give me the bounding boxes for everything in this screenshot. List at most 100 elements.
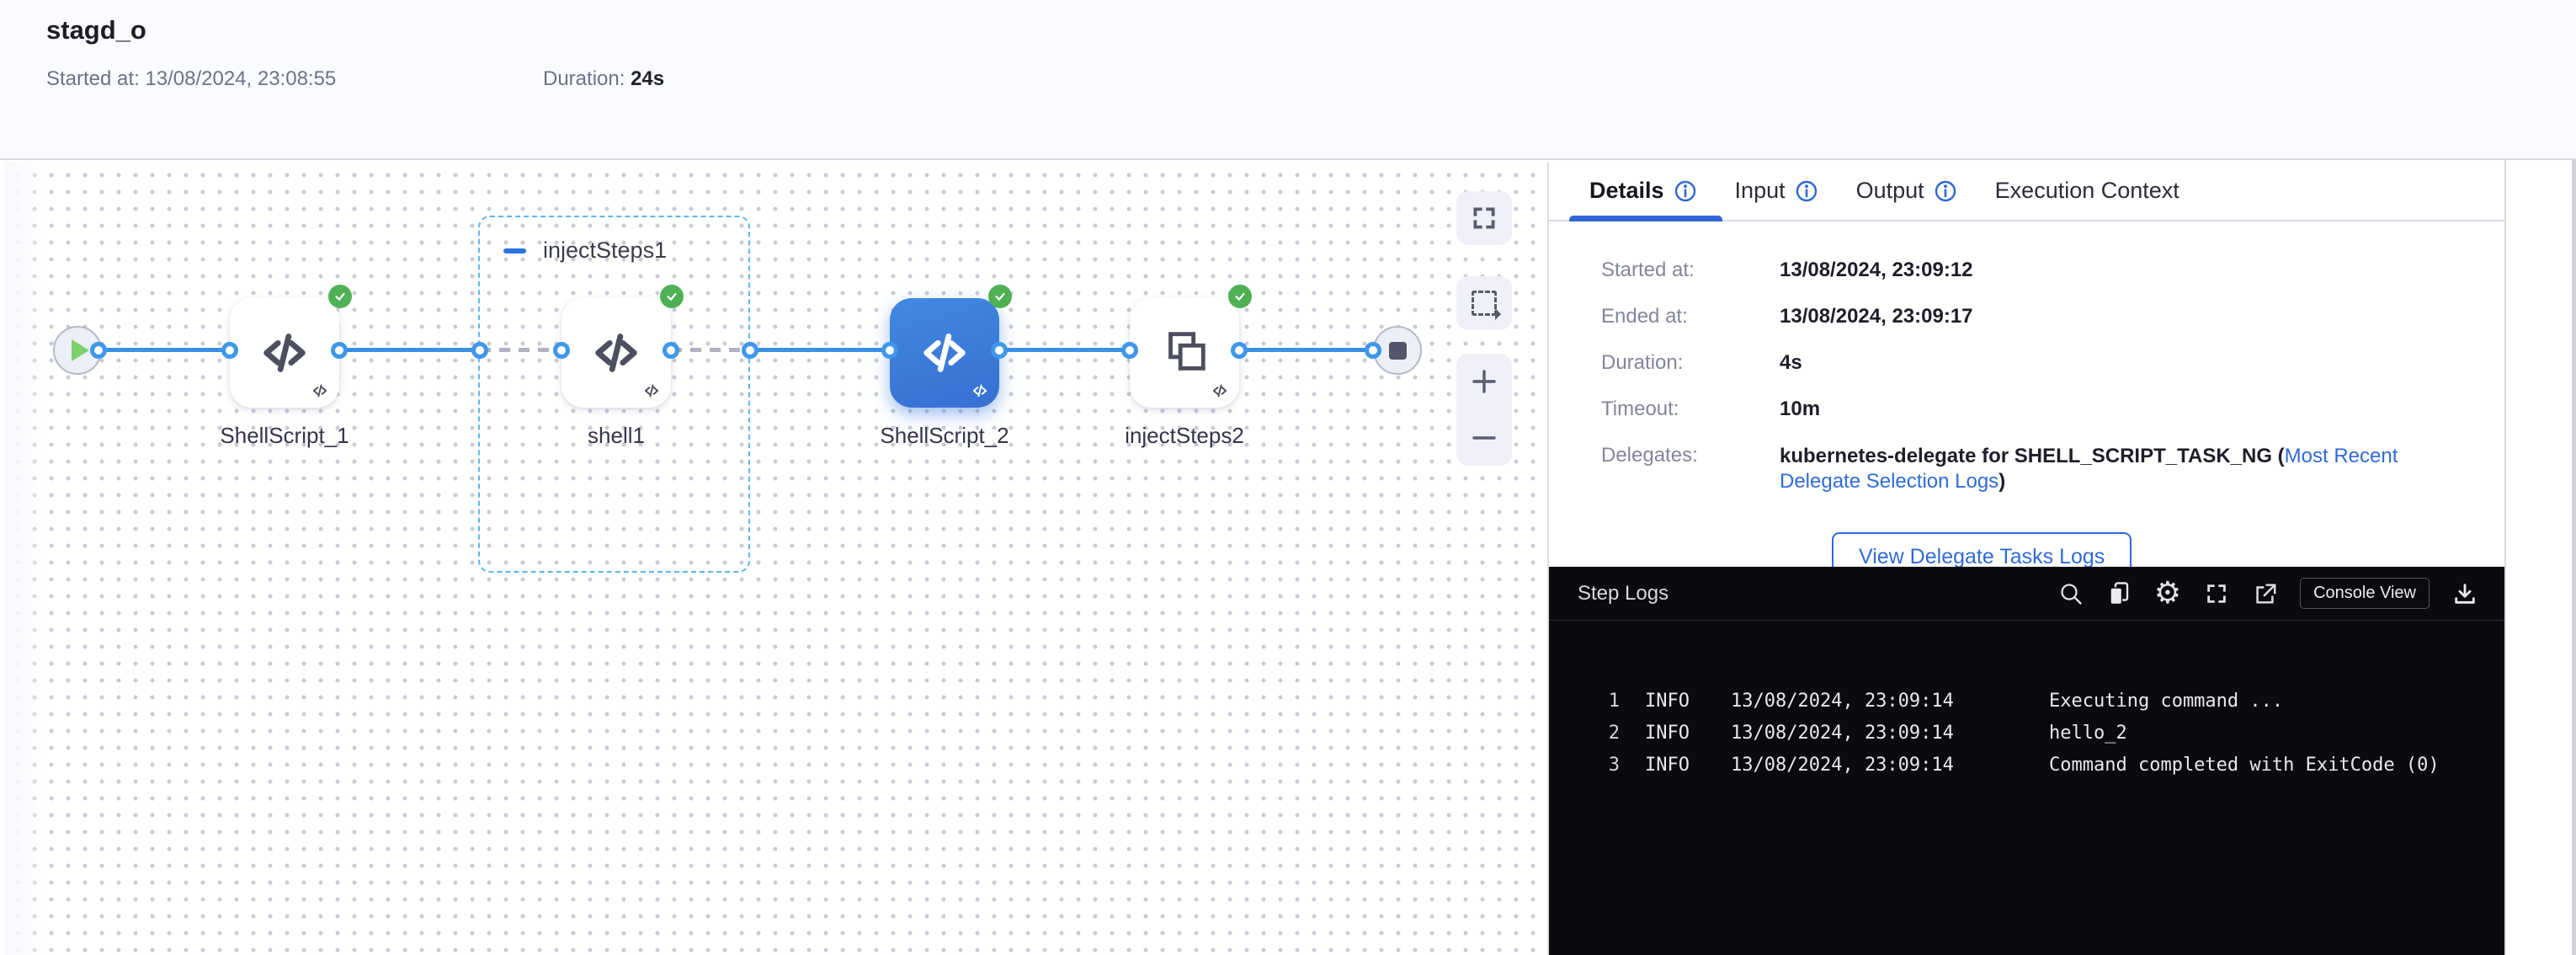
tab-input[interactable]: Input [1735, 178, 1819, 204]
log-timestamp: 13/08/2024, 23:09:14 [1731, 690, 1954, 712]
port [331, 342, 348, 359]
log-line: 1 INFO 13/08/2024, 23:09:14 Executing co… [1598, 685, 2504, 717]
canvas-zoom-controls [1456, 354, 1512, 466]
active-tab-underline [1569, 216, 1722, 221]
detail-value: 4s [1780, 351, 1802, 374]
detail-value: 10m [1780, 397, 1821, 420]
stage-duration: Duration: 24s [543, 67, 664, 91]
delegate-text: kubernetes-delegate for SHELL_SCRIPT_TAS… [1780, 445, 2285, 467]
copy-icon[interactable] [2106, 581, 2132, 606]
success-check-icon [1228, 285, 1252, 308]
port [991, 342, 1008, 359]
code-mini-icon [972, 384, 987, 397]
step-details-panel: Details Input Output Execution Context S… [1547, 162, 2504, 955]
detail-value: 13/08/2024, 23:09:17 [1780, 305, 1973, 328]
log-line-number: 2 [1608, 722, 1620, 744]
port [1231, 342, 1248, 359]
code-mini-icon [1212, 384, 1227, 397]
canvas-marquee-select-button[interactable] [1456, 276, 1512, 330]
open-in-new-icon[interactable] [2252, 581, 2277, 606]
stage-header: stagd_o Started at: 13/08/2024, 23:08:55… [0, 0, 2576, 160]
delegates-value: kubernetes-delegate for SHELL_SCRIPT_TAS… [1780, 444, 2407, 494]
edge-shell1-to-groupborder-dashed [671, 348, 750, 352]
detail-row-ended: Ended at: 13/08/2024, 23:09:17 [1601, 305, 2504, 328]
edge-start-to-shellscript1 [98, 348, 230, 352]
tab-output[interactable]: Output [1856, 178, 1958, 204]
port [663, 342, 679, 359]
log-timestamp: 13/08/2024, 23:09:14 [1731, 722, 1954, 744]
log-lines: 1 INFO 13/08/2024, 23:09:14 Executing co… [1549, 621, 2504, 781]
step-logs-header: Step Logs ⚙ Console View [1549, 567, 2504, 621]
info-icon [1935, 180, 1956, 201]
detail-label: Delegates: [1601, 444, 1698, 467]
log-level: INFO [1645, 754, 1690, 776]
scrollbar-track[interactable] [2504, 160, 2576, 955]
details-content: Started at: 13/08/2024, 23:09:12 Ended a… [1549, 221, 2504, 582]
port [553, 342, 570, 359]
started-label: Started at: [46, 67, 146, 90]
step-node-shellscript2-selected[interactable] [890, 285, 1012, 408]
search-icon[interactable] [2058, 581, 2084, 606]
detail-value: 13/08/2024, 23:09:12 [1780, 259, 1973, 281]
duration-value: 24s [631, 67, 665, 90]
log-message: Command completed with ExitCode (0) [2049, 754, 2440, 776]
zoom-out-icon[interactable] [1467, 421, 1501, 455]
code-icon [595, 333, 637, 372]
step-logs-title: Step Logs [1578, 581, 1669, 605]
tab-details[interactable]: Details [1589, 178, 1698, 204]
success-check-icon [988, 285, 1012, 308]
detail-row-delegates: Delegates: kubernetes-delegate for SHELL… [1601, 444, 2504, 494]
collapse-group-minus-icon[interactable] [503, 248, 526, 253]
pipeline-canvas[interactable]: injectSteps1 Shel [4, 162, 1549, 955]
step-node-shell1[interactable] [562, 285, 684, 408]
detail-label: Timeout: [1601, 397, 1679, 420]
log-message: hello_2 [2049, 722, 2127, 744]
detail-label: Started at: [1601, 259, 1695, 281]
detail-row-started: Started at: 13/08/2024, 23:09:12 [1601, 259, 2504, 282]
log-level: INFO [1645, 690, 1690, 712]
log-line: 2 INFO 13/08/2024, 23:09:14 hello_2 [1598, 717, 2504, 749]
log-line-number: 1 [1608, 690, 1620, 712]
delegate-selection-logs-link[interactable]: Most Recent Delegate Selection Logs [1780, 445, 2398, 493]
stage-started-at: Started at: 13/08/2024, 23:08:55 [46, 67, 336, 91]
zoom-in-icon[interactable] [1467, 365, 1501, 398]
stop-icon [1388, 341, 1407, 360]
detail-label: Duration: [1601, 351, 1684, 374]
step-logs-actions: ⚙ Console View [2058, 578, 2478, 609]
port [1365, 342, 1381, 359]
success-check-icon [328, 285, 352, 308]
duration-label: Duration: [543, 67, 631, 90]
info-icon [1796, 180, 1817, 201]
log-line-number: 3 [1608, 754, 1620, 776]
tab-execution-context[interactable]: Execution Context [1995, 178, 2179, 204]
canvas-left-fade [4, 162, 45, 955]
step-group-injectSteps1[interactable]: injectSteps1 [478, 216, 750, 573]
code-mini-icon [312, 384, 327, 397]
log-message: Executing command ... [2049, 690, 2284, 712]
canvas-fullscreen-button[interactable] [1456, 191, 1512, 245]
log-timestamp: 13/08/2024, 23:09:14 [1731, 754, 1954, 776]
group-label: injectSteps1 [543, 237, 668, 263]
download-icon[interactable] [2452, 581, 2478, 606]
edge-injectsteps2-to-end [1239, 348, 1373, 352]
console-view-button[interactable]: Console View [2300, 578, 2430, 609]
log-line: 3 INFO 13/08/2024, 23:09:14 Command comp… [1598, 749, 2504, 781]
tab-label: Input [1734, 178, 1786, 203]
detail-label: Ended at: [1601, 305, 1688, 328]
expand-icon[interactable] [2204, 581, 2229, 606]
settings-icon[interactable]: ⚙ [2153, 575, 2182, 611]
success-check-icon [660, 285, 684, 308]
port [221, 342, 238, 359]
edge-shellscript1-to-group [339, 348, 480, 352]
step-node-shellscript1[interactable] [230, 285, 352, 408]
node-label-injectsteps2: injectSteps2 [1125, 423, 1244, 448]
info-icon [1674, 180, 1695, 201]
step-node-injectsteps2[interactable] [1130, 285, 1252, 408]
fullscreen-icon [1473, 207, 1495, 229]
marquee-select-icon [1472, 291, 1497, 316]
port [881, 342, 898, 359]
edge-group-to-shellscript2 [750, 348, 890, 352]
play-icon [72, 339, 89, 361]
log-level: INFO [1645, 722, 1690, 744]
